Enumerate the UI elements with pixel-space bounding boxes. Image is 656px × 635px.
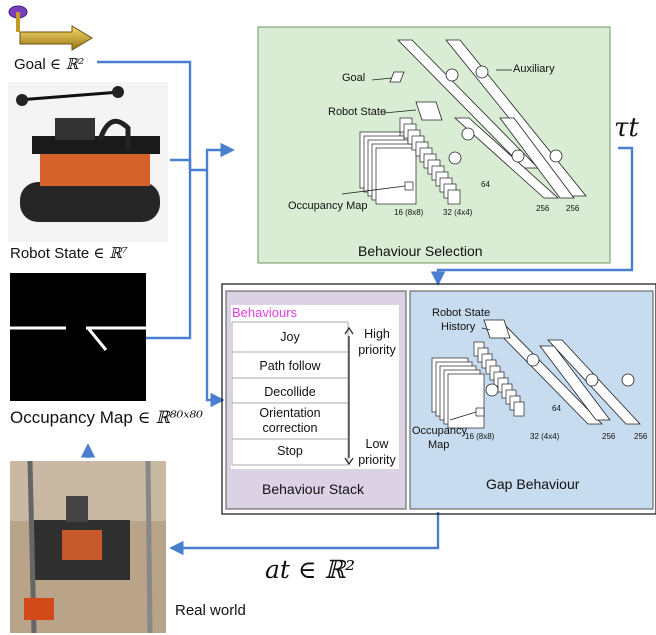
gap-leader-lines — [449, 327, 491, 421]
robot-state-label: Robot State ∈ ℝ⁷ — [10, 244, 128, 262]
gap-behaviour-title: Gap Behaviour — [486, 476, 580, 492]
behaviour-module-frame — [221, 283, 656, 515]
selection-occupancy-map-input-label: Occupancy Map — [288, 200, 368, 212]
gap-history-label: History — [441, 321, 476, 333]
selection-auxiliary-label: Auxiliary — [513, 63, 555, 75]
connector-lines — [80, 60, 634, 556]
selection-activation-icons — [445, 65, 563, 165]
tau-label: τt — [614, 113, 639, 143]
behaviour-item-orientation-correction: Orientation correction — [259, 406, 321, 435]
selection-dim-conv1: 16 (8x8) — [394, 208, 424, 217]
behaviours-header: Behaviours — [232, 305, 298, 320]
behaviour-stack-title: Behaviour Stack — [262, 481, 364, 497]
real-world-label: Real world — [175, 602, 246, 619]
behaviour-item-decollide: Decollide — [264, 385, 316, 399]
behaviour-item-path-follow: Path follow — [259, 359, 321, 373]
occupancy-map-label-math: ∈ ℝ⁸⁰ˣ⁸⁰ — [137, 408, 203, 428]
selection-dim-64: 64 — [481, 180, 490, 189]
goal-label-text: Goal — [14, 56, 46, 73]
gap-conv-stack — [431, 341, 525, 429]
gap-map-label: Map — [428, 439, 450, 451]
selection-network-drawing — [389, 39, 587, 199]
selection-goal-input-label: Goal — [342, 72, 366, 84]
robot-state-label-math: ∈ ℝ⁷ — [93, 244, 128, 262]
goal-arrow-icon — [8, 5, 93, 51]
behaviour-list: Joy Path follow Decollide Orientation co… — [232, 322, 348, 465]
selection-dim-256a: 256 — [536, 204, 550, 213]
gap-dim-conv1: 16 (8x8) — [465, 432, 495, 441]
selection-conv-stack — [359, 117, 461, 205]
behaviour-item-joy: Joy — [280, 330, 300, 344]
action-label: at ∈ ℝ² — [265, 555, 356, 584]
gap-activation-icons — [485, 353, 635, 397]
goal-label-math: ∈ ℝ² — [49, 55, 85, 73]
gap-occupancy-label: Occupancy — [412, 425, 468, 437]
high-priority-label: High priority — [358, 327, 396, 357]
behaviour-list-dividers — [231, 321, 349, 466]
selection-robot-state-input-label: Robot State — [328, 106, 387, 118]
behaviour-item-stop: Stop — [277, 444, 303, 458]
gap-dim-64: 64 — [552, 404, 561, 413]
selection-leader-lines — [341, 69, 512, 195]
gap-dim-conv2: 32 (4x4) — [530, 432, 560, 441]
selection-dim-conv2: 32 (4x4) — [443, 208, 473, 217]
real-world-image — [10, 460, 166, 634]
gap-dim-256b: 256 — [634, 432, 648, 441]
robot-state-label-text: Robot State — [10, 245, 90, 262]
goal-label: Goal ∈ ℝ² — [14, 55, 84, 73]
occupancy-map-label: Occupancy Map ∈ ℝ⁸⁰ˣ⁸⁰ — [10, 408, 203, 428]
priority-arrow — [344, 326, 354, 466]
occupancy-map-label-text: Occupancy Map — [10, 408, 133, 427]
occupancy-map-image — [10, 273, 146, 401]
gap-dim-256a: 256 — [602, 432, 616, 441]
low-priority-label: Low priority — [358, 437, 396, 467]
selection-dim-256b: 256 — [566, 204, 580, 213]
behaviour-selection-title: Behaviour Selection — [358, 243, 483, 259]
robot-image — [8, 82, 168, 242]
gap-robot-state-label: Robot State — [432, 307, 491, 319]
